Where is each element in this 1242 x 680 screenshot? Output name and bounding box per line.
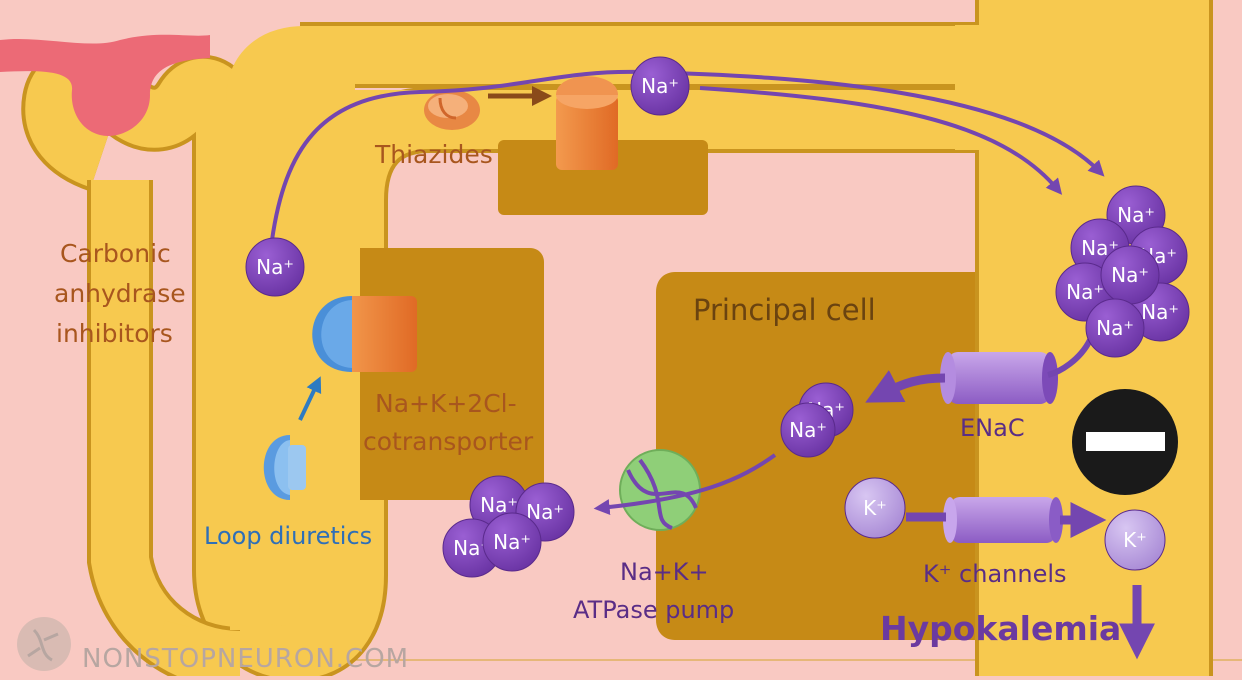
label-loop-diuretics: Loop diuretics (204, 522, 372, 550)
na-ion-label: Na⁺ (256, 255, 294, 279)
loop-diuretic-drug-icon (263, 435, 306, 500)
label-thiazides: Thiazides (374, 140, 493, 169)
label-nkcc-1: Na+K+2Cl- (375, 389, 517, 418)
enac-to-cell-arrow (1047, 338, 1093, 378)
k-ion-group: K⁺ K⁺ (844, 477, 1166, 571)
label-nkcc-2: cotransporter (363, 427, 534, 456)
na-ion: Na⁺ (245, 237, 305, 297)
label-carbonic-3: inhibitors (56, 319, 173, 348)
thiazide-drug-icon (424, 90, 480, 130)
na-ion-label: Na⁺ (1111, 263, 1149, 287)
na-ion-label: Na⁺ (493, 530, 531, 554)
label-enac: ENaC (960, 414, 1025, 442)
label-pump-2: ATPase pump (573, 596, 734, 624)
pump-out-arrow (593, 453, 777, 516)
na-ion: Na⁺ (780, 402, 836, 458)
enac-channel (940, 352, 1058, 404)
k-ion-label: K⁺ (1123, 528, 1147, 552)
k-channel (943, 497, 1063, 543)
thiazide-site-cell (498, 140, 708, 215)
watermark-text: NONSTOPNEURON.COM (82, 644, 409, 674)
na-ion: Na⁺ (482, 512, 542, 572)
na-ion: Na⁺ (1100, 245, 1160, 305)
na-ion-label: Na⁺ (1117, 203, 1155, 227)
na-path-arrow-second (699, 86, 1063, 195)
na-ion-label: Na⁺ (641, 74, 679, 98)
na-ion-label: Na⁺ (526, 500, 564, 524)
watermark-logo (17, 617, 71, 671)
loop-cell (360, 248, 544, 500)
na-ion-label: Na⁺ (789, 418, 827, 442)
label-hypokalemia: Hypokalemia (880, 609, 1121, 648)
na-ion-label: Na⁺ (1096, 316, 1134, 340)
enac-entry-arrow (865, 370, 946, 403)
na-ion-label: Na⁺ (1141, 300, 1179, 324)
label-k-channels: K⁺ channels (923, 560, 1067, 588)
label-carbonic-1: Carbonic (60, 239, 171, 268)
label-pump-1: Na+K+ (620, 558, 709, 586)
k-ion: K⁺ (1104, 509, 1166, 571)
na-ion-group: Na⁺Na⁺Na⁺Na⁺Na⁺Na⁺Na⁺Na⁺Na⁺Na⁺Na⁺Na⁺Na⁺N… (245, 56, 1190, 578)
na-ion: Na⁺ (1085, 298, 1145, 358)
thiazide-transporter (556, 76, 618, 170)
label-carbonic-2: anhydrase (54, 279, 186, 308)
na-k-atpase-pump (619, 449, 701, 531)
k-ion: K⁺ (844, 477, 906, 539)
na-ion: Na⁺ (630, 56, 690, 116)
label-principal-cell: Principal cell (693, 293, 876, 327)
na-path-arrow-main (270, 69, 1105, 241)
negative-charge-icon (1072, 389, 1178, 495)
na-ion-label: Na⁺ (1066, 280, 1104, 304)
loop-diuretic-arrow (298, 376, 322, 421)
nkcc-cotransporter (312, 296, 417, 372)
k-ion-label: K⁺ (863, 496, 887, 520)
glomerulus (0, 34, 210, 136)
